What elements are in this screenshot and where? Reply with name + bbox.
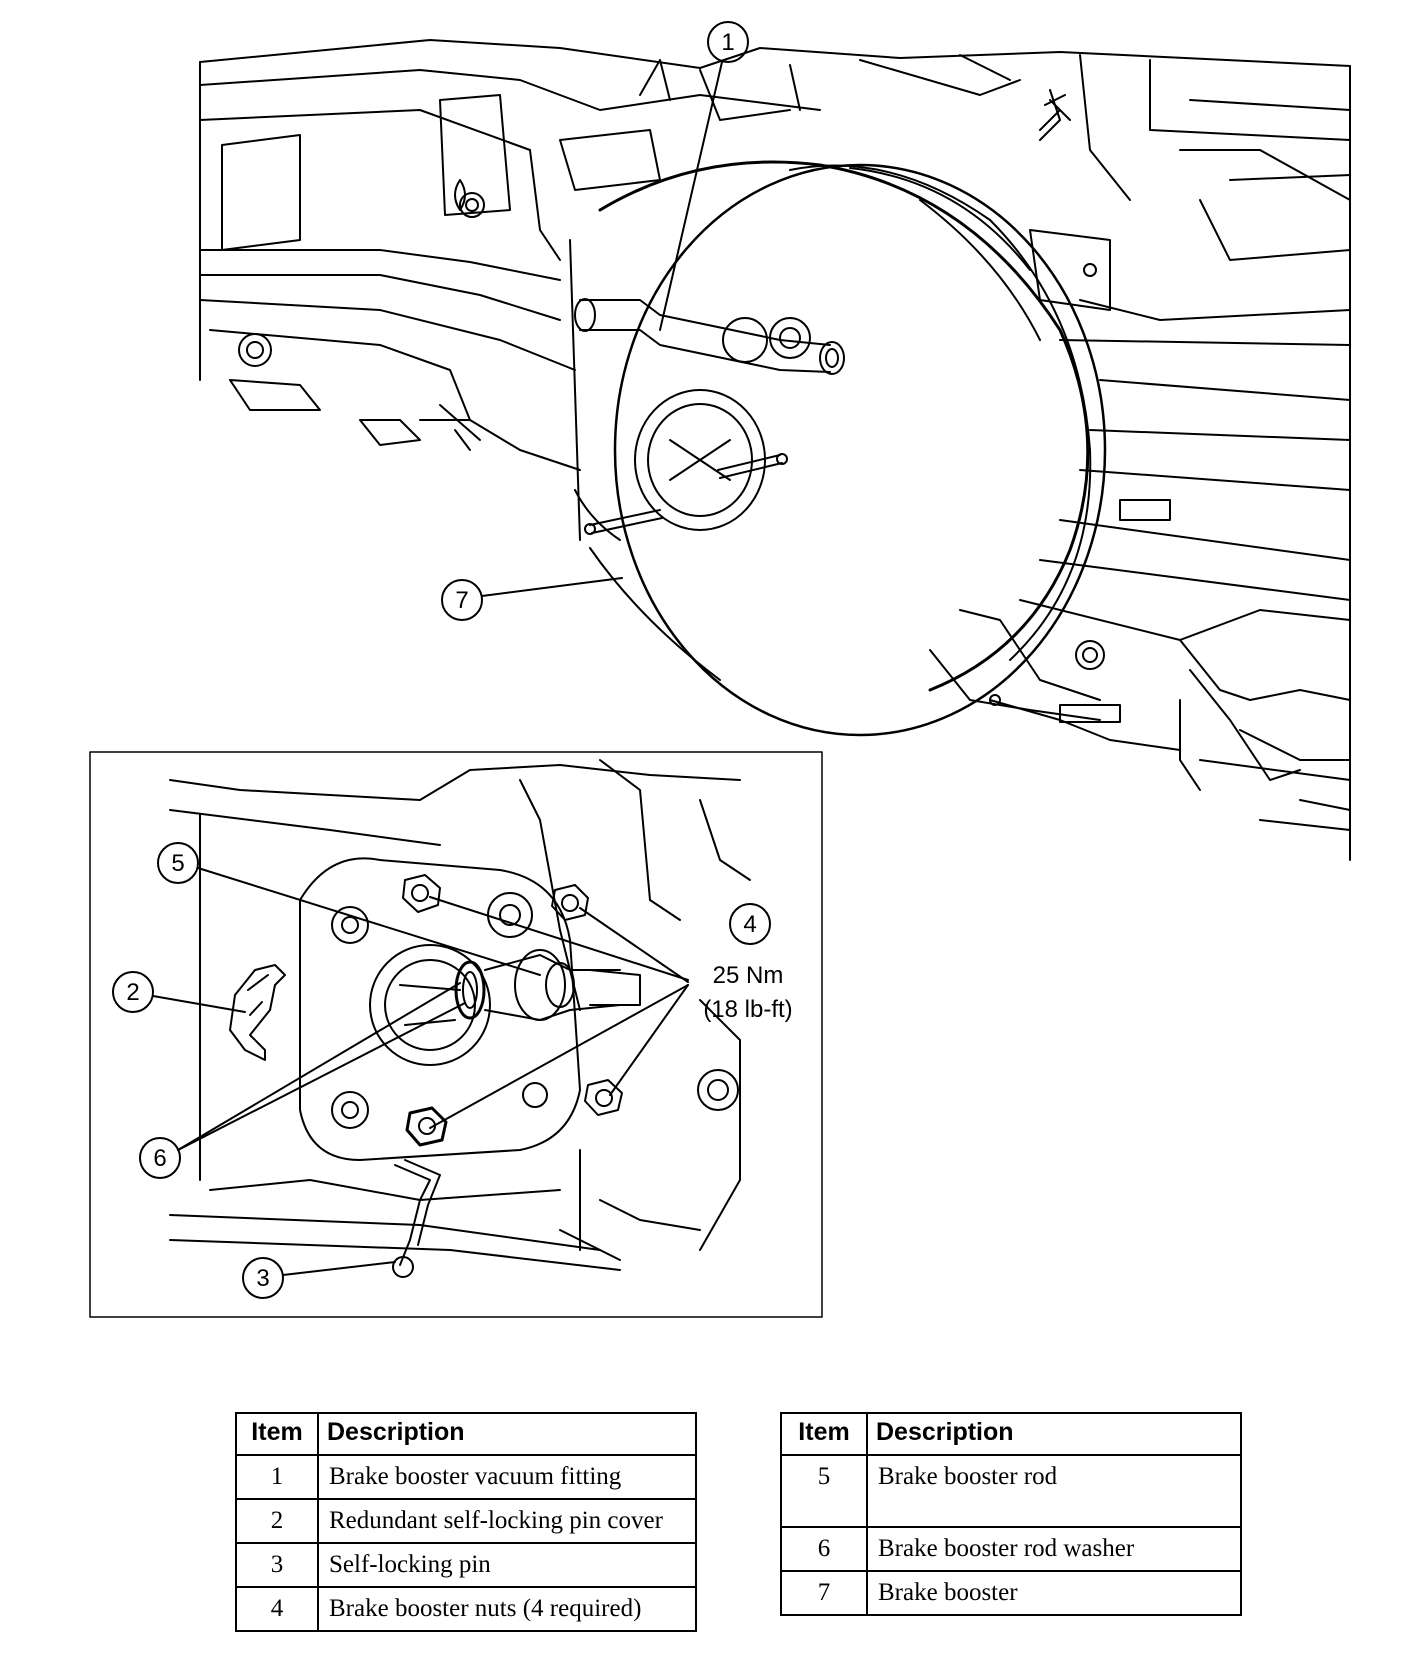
item-number: 7 xyxy=(780,1570,868,1616)
callout-6-number: 6 xyxy=(153,1145,166,1172)
vehicle-structure xyxy=(199,39,1351,861)
callout-2-number: 2 xyxy=(126,979,139,1006)
callout-6 xyxy=(139,982,466,1179)
callout-5-number: 5 xyxy=(171,850,184,877)
torque-spec-metric: 25 Nm xyxy=(713,962,784,989)
item-number: 4 xyxy=(235,1586,319,1632)
detail-inset-frame xyxy=(89,751,823,1318)
callout-7-number: 7 xyxy=(455,587,468,614)
table-row: 6 Brake booster rod washer xyxy=(780,1526,1242,1572)
callout-1 xyxy=(659,21,749,331)
column-header-description: Description xyxy=(866,1412,1242,1456)
torque-spec-imperial: (18 lb-ft) xyxy=(703,996,792,1023)
column-header-description: Description xyxy=(317,1412,697,1456)
table-header-row: Item Description xyxy=(235,1412,697,1456)
item-description: Brake booster xyxy=(866,1570,1242,1616)
table-row: 5 Brake booster rod xyxy=(780,1454,1242,1528)
callout-2 xyxy=(112,971,246,1013)
table-row: 2 Redundant self-locking pin cover xyxy=(235,1498,697,1544)
callout-7 xyxy=(441,577,623,621)
legend-table-left: Item Description 1 Brake booster vacuum … xyxy=(235,1412,697,1632)
callout-4 xyxy=(429,896,771,1129)
table-row: 4 Brake booster nuts (4 required) xyxy=(235,1586,697,1632)
pin-cover xyxy=(229,964,286,1061)
callout-5 xyxy=(157,842,541,976)
legend-table-right: Item Description 5 Brake booster rod 6 B… xyxy=(780,1412,1242,1616)
brake-booster xyxy=(569,160,1107,737)
item-number: 3 xyxy=(235,1542,319,1588)
item-number: 5 xyxy=(780,1454,868,1528)
table-header-row: Item Description xyxy=(780,1412,1242,1456)
callout-3-number: 3 xyxy=(256,1265,269,1292)
item-description: Self-locking pin xyxy=(317,1542,697,1588)
column-header-item: Item xyxy=(780,1412,868,1456)
item-description: Brake booster rod washer xyxy=(866,1526,1242,1572)
table-row: 1 Brake booster vacuum fitting xyxy=(235,1454,697,1500)
table-row: 7 Brake booster xyxy=(780,1570,1242,1616)
self-locking-pin xyxy=(392,1159,441,1278)
item-description: Brake booster vacuum fitting xyxy=(317,1454,697,1500)
item-number: 1 xyxy=(235,1454,319,1500)
item-description: Brake booster rod xyxy=(866,1454,1242,1528)
brake-booster-diagram: 1 7 xyxy=(89,21,1351,1318)
inset-structure xyxy=(169,759,751,1271)
callout-4-number: 4 xyxy=(743,911,756,938)
table-row: 3 Self-locking pin xyxy=(235,1542,697,1588)
callout-3 xyxy=(242,1257,396,1299)
callout-1-number: 1 xyxy=(721,29,734,56)
item-number: 2 xyxy=(235,1498,319,1544)
item-description: Brake booster nuts (4 required) xyxy=(317,1586,697,1632)
item-number: 6 xyxy=(780,1526,868,1572)
column-header-item: Item xyxy=(235,1412,319,1456)
booster-nuts xyxy=(402,874,623,1147)
item-description: Redundant self-locking pin cover xyxy=(317,1498,697,1544)
vacuum-fitting xyxy=(574,298,845,375)
